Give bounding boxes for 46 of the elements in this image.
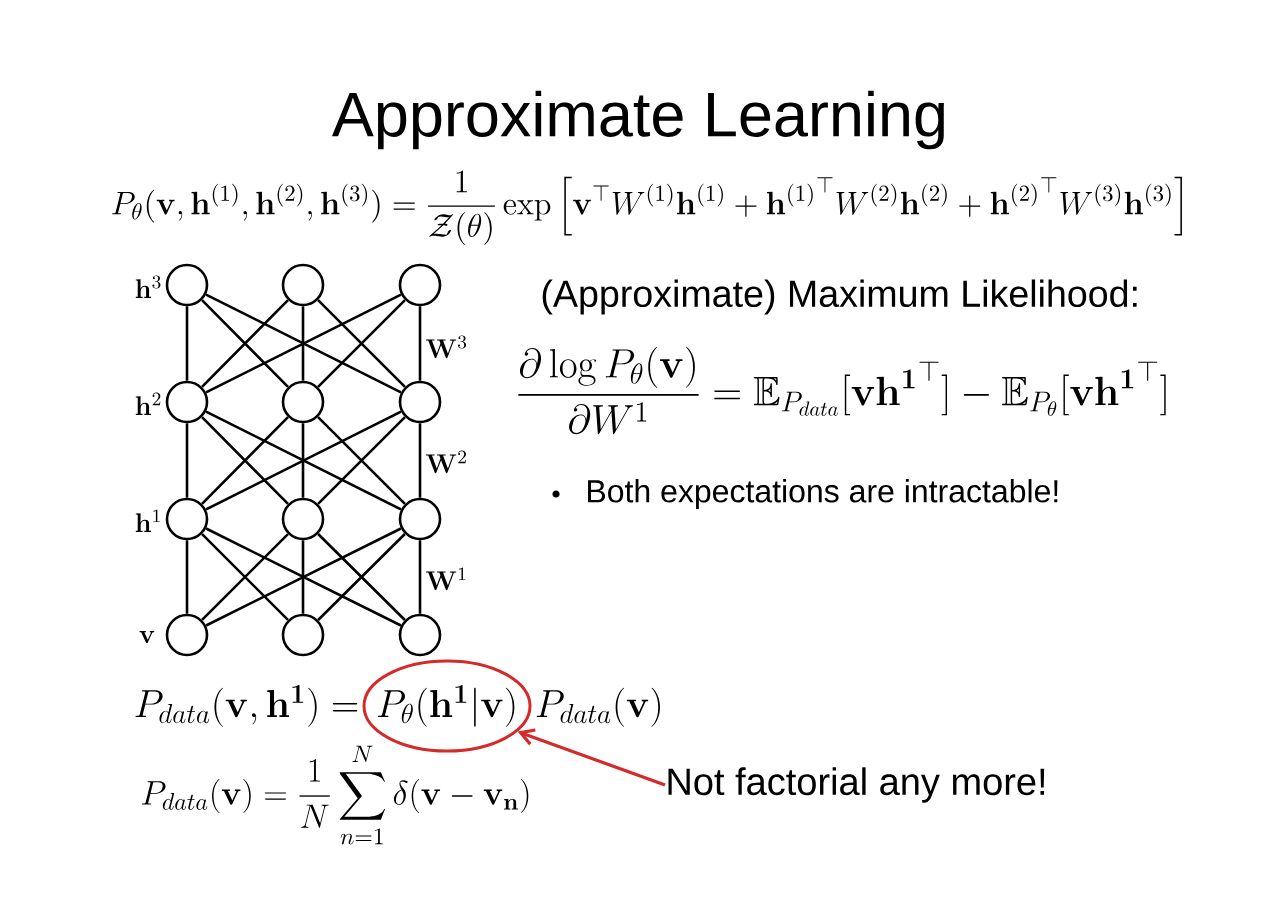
connection-line [301, 306, 305, 381]
layer-label: $\mathbf{v}$ [139, 631, 155, 644]
node-circle [165, 263, 209, 307]
weight-label: $\mathbf{W}^1$ [426, 567, 466, 591]
node-circle [398, 613, 442, 657]
node-circle [281, 613, 325, 657]
crossed-lines [204, 527, 403, 627]
bullet-text: Both expectations are intractable! [588, 479, 1058, 509]
callout-text: Not factorial any more! [668, 767, 1045, 803]
node-circle [165, 497, 209, 541]
node-circle [281, 263, 325, 307]
connection-line [185, 423, 189, 498]
node-circle [281, 380, 325, 424]
formula: $P_{data}(\mathbf{v},\mathbf{h^1})=$ [135, 684, 358, 727]
weight-label: $\mathbf{W}^2$ [426, 450, 466, 474]
connection-line [185, 306, 189, 381]
node-circle [398, 263, 442, 307]
connection-line [418, 540, 422, 614]
arrow [517, 728, 666, 787]
crossed-lines [200, 532, 290, 622]
crossed-lines [204, 410, 403, 511]
weight-label: $\mathbf{W}^3$ [426, 335, 467, 359]
slide-title: Approximate Learning [331, 90, 944, 150]
node-circle [165, 613, 209, 657]
crossed-lines [316, 415, 407, 506]
crossed-lines [204, 293, 403, 394]
connection-line [418, 423, 422, 498]
crossed-lines [316, 298, 407, 389]
layer-label: $\mathbf{h}^3$ [135, 275, 161, 298]
formula: $\frac{\partial\log P_\theta(\mathbf{v})}{\partial W^1}=\mathbb{E}_{P_{data}}[\mathbf{vh^1}^\top]-\mathbb{E}_{P_\theta}[\mathbf{vh^1}^\top]$ [518, 346, 1166, 435]
crossed-lines [200, 298, 290, 389]
crossed-lines [316, 532, 407, 622]
node-circle [165, 380, 209, 424]
layer-label: $\mathbf{h}^1$ [135, 509, 160, 532]
connection-line [301, 540, 305, 614]
node-circle [398, 497, 442, 541]
connection-line [301, 423, 305, 498]
heading: (Approximate) Maximum Likelihood: [542, 279, 1137, 315]
node-circle [398, 380, 442, 424]
layer-label: $\mathbf{h}^2$ [135, 392, 161, 415]
node-circle [281, 497, 325, 541]
connection-line [185, 540, 189, 614]
crossed-lines [200, 415, 290, 506]
formula: $P_\theta(\mathbf{v},\mathbf{h}^{(1)},\mathbf{h}^{(2)},\mathbf{h}^{(3)})=\frac{1}{\mathcal{Z}(\theta)}\exp\left[\mathbf{v}^\top W^{(1)}\mathbf{h}^{(1)}+{\mathbf{h}^{(1)}}^\top W^{(2)}\mathbf{h}^{(2)}+{\mathbf{h}^{(2)}}^\top W^{(3)}\mathbf{h}^{(3)}\right]$ [112, 170, 1182, 245]
connection-line [418, 306, 422, 381]
formula: $P_{data}(\mathbf{v})$ [536, 687, 660, 727]
